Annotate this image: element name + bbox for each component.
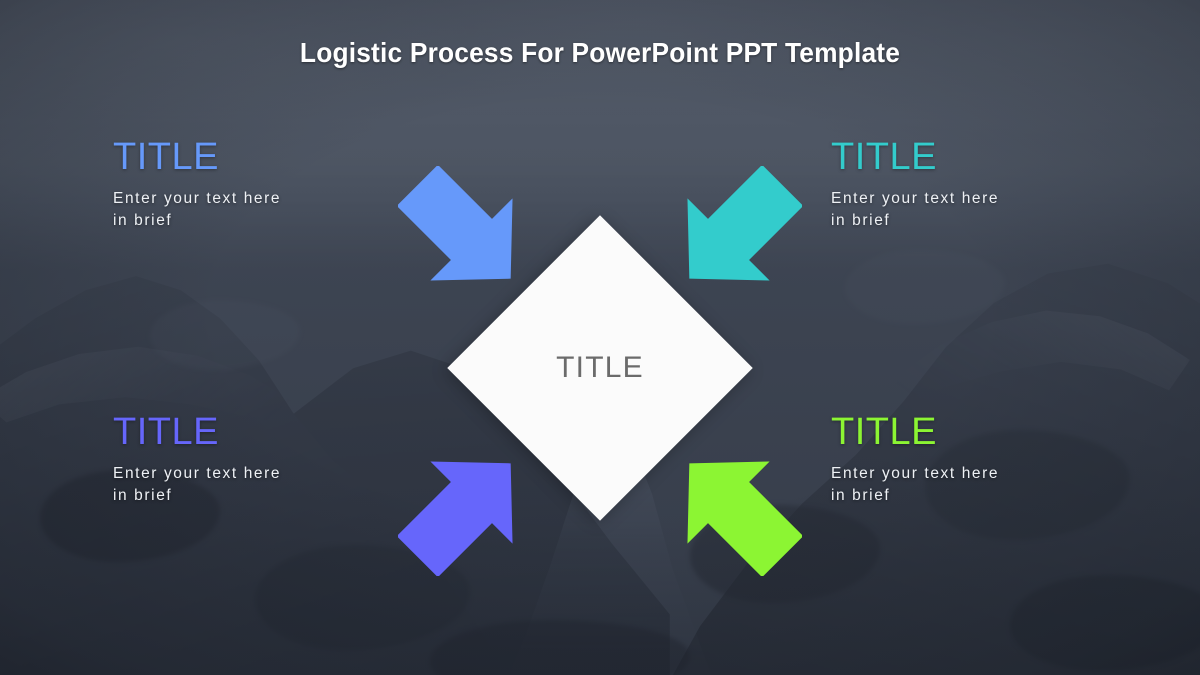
quadrant-body-line: Enter your text here bbox=[831, 190, 1000, 207]
arrow-down-right-icon[interactable] bbox=[398, 166, 530, 298]
arrow-down-left-icon[interactable] bbox=[670, 166, 802, 298]
quadrant-text-bottom-left: TITLE Enter your text here in brief bbox=[113, 413, 383, 508]
quadrant-body-line: in brief bbox=[831, 487, 891, 505]
quadrant-body-line: in brief bbox=[831, 212, 891, 230]
slide-title: Logistic Process For PowerPoint PPT Temp… bbox=[299, 37, 901, 68]
quadrant-text-bottom-right: TITLE Enter your text here in brief bbox=[831, 413, 1101, 508]
quadrant-body-line: in brief bbox=[113, 487, 173, 505]
quadrant-body-bottom-left: Enter your text here in brief bbox=[113, 463, 383, 508]
quadrant-heading-top-left: TITLE bbox=[113, 136, 219, 178]
quadrant-body-top-left: Enter your text here in brief bbox=[113, 188, 383, 233]
quadrant-heading-top-right: TITLE bbox=[831, 136, 937, 178]
quadrant-body-line: Enter your text here bbox=[831, 465, 1000, 482]
arrow-up-left-icon[interactable] bbox=[670, 444, 802, 576]
quadrant-body-line: Enter your text here bbox=[113, 465, 282, 482]
arrow-shape bbox=[687, 461, 802, 576]
arrow-shape bbox=[398, 461, 513, 576]
quadrant-heading-bottom-right: TITLE bbox=[831, 411, 937, 453]
quadrant-body-line: Enter your text here bbox=[113, 190, 282, 207]
arrow-up-right-icon[interactable] bbox=[398, 444, 530, 576]
quadrant-body-line: in brief bbox=[113, 212, 173, 230]
arrow-shape bbox=[398, 166, 513, 281]
quadrant-body-top-right: Enter your text here in brief bbox=[831, 188, 1101, 233]
quadrant-heading-bottom-left: TITLE bbox=[113, 411, 219, 453]
quadrant-body-bottom-right: Enter your text here in brief bbox=[831, 463, 1101, 508]
quadrant-text-top-left: TITLE Enter your text here in brief bbox=[113, 138, 383, 233]
arrow-shape bbox=[687, 166, 802, 281]
quadrant-text-top-right: TITLE Enter your text here in brief bbox=[831, 138, 1101, 233]
